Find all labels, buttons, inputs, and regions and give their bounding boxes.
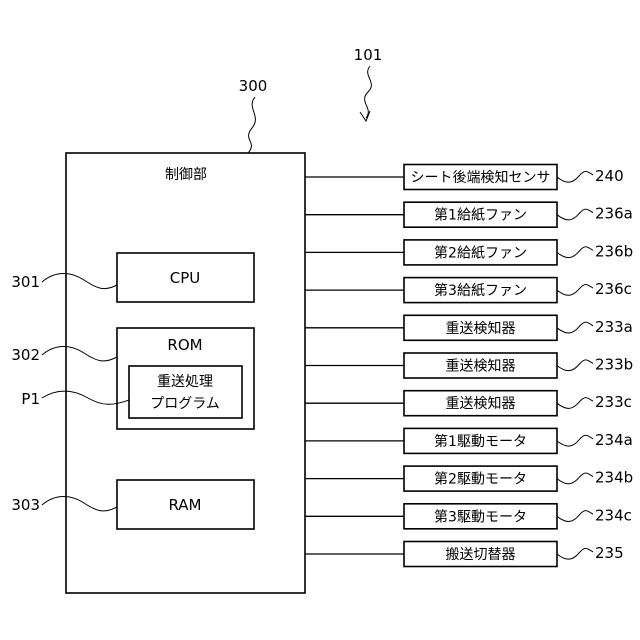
device-row: シート後端検知センサ 240	[305, 165, 624, 190]
device-ref-leader	[557, 360, 593, 371]
device-row: 第2給紙ファン 236b	[305, 240, 633, 265]
rom-ref-label: 302	[11, 346, 40, 364]
device-ref-label: 235	[595, 544, 624, 562]
program-ref-label: P1	[21, 390, 40, 408]
device-ref-leader	[557, 435, 593, 446]
device-label: 第3給紙ファン	[434, 282, 527, 299]
device-row: 重送検知器 233a	[305, 315, 633, 340]
device-label: 第3駆動モータ	[434, 508, 527, 525]
device-label: 搬送切替器	[446, 547, 516, 563]
controller-ref-leader	[248, 97, 255, 153]
device-row: 第2駆動モータ 234b	[305, 466, 633, 491]
device-ref-leader	[557, 511, 593, 522]
device-ref-label: 240	[595, 167, 624, 185]
device-ref-leader	[557, 548, 593, 559]
device-ref-label: 233a	[595, 318, 633, 336]
controller-ref-label: 300	[239, 77, 268, 95]
device-ref-leader	[557, 473, 593, 484]
ram-ref-label: 303	[11, 496, 40, 514]
device-ref-label: 236a	[595, 205, 633, 223]
device-ref-leader	[557, 398, 593, 409]
device-label: 第1駆動モータ	[434, 433, 527, 450]
device-ref-leader	[557, 322, 593, 333]
device-ref-label: 236b	[595, 242, 633, 260]
device-row: 搬送切替器 235	[305, 542, 624, 567]
device-row: 第3給紙ファン 236c	[305, 278, 632, 303]
device-ref-label: 233b	[595, 356, 633, 374]
figure-ref-arrow	[365, 66, 372, 118]
cpu-label: CPU	[170, 269, 201, 287]
device-label: 重送検知器	[446, 320, 516, 337]
device-label: 第1給紙ファン	[434, 207, 527, 224]
device-ref-leader	[557, 284, 593, 295]
device-row: 第1駆動モータ 234a	[305, 428, 633, 453]
figure-ref-label: 101	[354, 46, 383, 64]
device-ref-label: 234c	[595, 506, 632, 524]
ram-label: RAM	[168, 496, 201, 514]
device-ref-label: 233c	[595, 393, 632, 411]
device-list: シート後端検知センサ 240 第1給紙ファン 236a 第2給紙ファン 236b 第3給紙フ…	[305, 165, 633, 567]
device-ref-label: 236c	[595, 280, 632, 298]
device-label: 第2給紙ファン	[434, 244, 527, 261]
device-row: 第1給紙ファン 236a	[305, 202, 633, 227]
device-label: 第2駆動モータ	[434, 471, 527, 488]
device-ref-leader	[557, 247, 593, 258]
device-row: 重送検知器 233b	[305, 353, 633, 378]
device-row: 重送検知器 233c	[305, 391, 632, 416]
device-label: 重送検知器	[446, 358, 516, 375]
controller-title: 制御部	[165, 167, 207, 183]
device-ref-leader	[557, 171, 593, 182]
cpu-ref-label: 301	[11, 273, 40, 291]
rom-label: ROM	[167, 336, 202, 354]
program-label-line1: 重送処理	[157, 374, 213, 390]
device-ref-label: 234b	[595, 469, 633, 487]
program-label-line2: プログラム	[150, 396, 220, 412]
device-row: 第3駆動モータ 234c	[305, 504, 632, 529]
device-label: 重送検知器	[446, 395, 516, 412]
device-ref-leader	[557, 209, 593, 220]
device-label: シート後端検知センサ	[411, 169, 551, 186]
device-ref-label: 234a	[595, 431, 633, 449]
